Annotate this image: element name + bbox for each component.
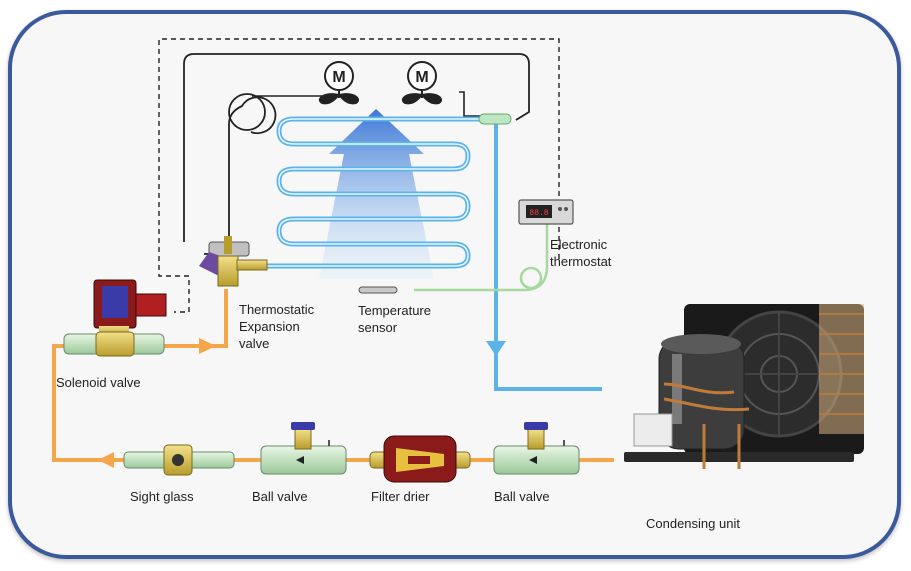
liquid-flow-arrow xyxy=(98,452,114,468)
ball-valve-icon xyxy=(260,422,347,475)
equalizer-line xyxy=(204,96,277,255)
solenoid-valve-icon xyxy=(63,279,167,357)
dashed-control-line xyxy=(158,38,560,313)
expansion-valve-label-line1: Thermostatic xyxy=(239,302,315,317)
thermostat-icon: 88.8 xyxy=(518,199,574,225)
ball-valve-1-label: Ball valve xyxy=(252,489,308,504)
fan-motor-icon: M xyxy=(401,61,443,105)
expansion-valve-label-line3: valve xyxy=(239,336,270,351)
thermostat-label-line2: thermostat xyxy=(550,254,612,269)
sensor-bulb xyxy=(478,113,512,125)
filter-drier-icon xyxy=(369,435,471,483)
suction-line xyxy=(494,119,602,391)
thermostat-label-line1: Electronic xyxy=(550,237,608,252)
fan-motor-icon: M xyxy=(318,61,360,105)
compressor-icon xyxy=(624,304,864,469)
temperature-sensor-label-line2: sensor xyxy=(358,320,398,335)
expansion-valve-label-line2: Expansion xyxy=(239,319,300,334)
temperature-sensor-icon xyxy=(358,286,398,294)
refrigeration-diagram: M M 88.8 xyxy=(52,38,864,483)
sight-glass-label: Sight glass xyxy=(130,489,194,504)
ball-valve-2-label: Ball valve xyxy=(494,489,550,504)
solenoid-valve-label: Solenoid valve xyxy=(56,375,141,390)
condensing-unit-label: Condensing unit xyxy=(646,516,740,531)
liquid-flow-arrow xyxy=(199,338,216,354)
fan-blade-icon xyxy=(318,93,360,105)
thermostat-label: Electronic thermostat xyxy=(550,236,611,270)
fan-motor-2-label: M xyxy=(415,69,428,86)
temperature-sensor-label-line1: Temperature xyxy=(358,303,431,318)
expansion-valve-icon xyxy=(199,236,268,287)
fan-blade-icon xyxy=(401,93,443,105)
fan-motor-1-label: M xyxy=(332,69,345,86)
filter-drier-label: Filter drier xyxy=(371,489,430,504)
expansion-valve-label: Thermostatic Expansion valve xyxy=(239,301,314,352)
temperature-sensor-label: Temperature sensor xyxy=(358,302,431,336)
diagram-frame: M M 88.8 xyxy=(8,10,901,559)
ball-valve-icon xyxy=(493,422,580,475)
capillary-line xyxy=(183,53,530,242)
suction-arrow xyxy=(486,341,506,356)
sight-glass-icon xyxy=(123,444,235,476)
sensor-line xyxy=(414,224,549,292)
svg-text:88.8: 88.8 xyxy=(529,209,548,218)
